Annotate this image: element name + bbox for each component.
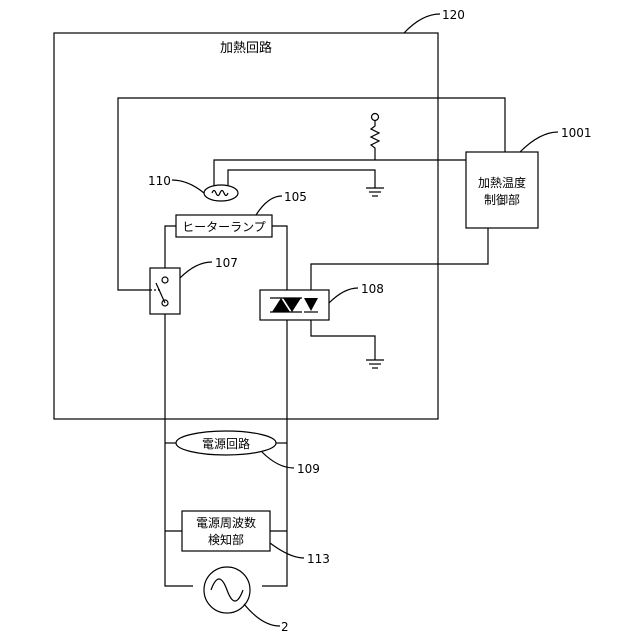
heater-lamp-label: ヒーターランプ (182, 220, 266, 234)
relay-box (150, 268, 180, 314)
triac-ref-leader (329, 288, 358, 303)
heating-temp-controller-label-2: 制御部 (484, 192, 520, 207)
led-ground-wire (311, 320, 375, 360)
pullup-resistor (371, 121, 379, 161)
heating-temp-controller-box (466, 152, 538, 228)
controller-ref: 1001 (561, 126, 592, 140)
heating-temp-controller-label-1: 加熱温度 (478, 175, 526, 190)
freq-detector-label-2: 検知部 (208, 532, 244, 547)
ac-source-ref: 2 (281, 620, 289, 634)
relay-ref: 107 (215, 256, 238, 270)
heater-ref-leader (256, 196, 282, 215)
thermistor-ground-wire (228, 170, 375, 188)
power-circuit-label: 電源回路 (202, 436, 250, 451)
ground-symbol-lower (366, 360, 384, 368)
ac-source-ref-leader (244, 604, 280, 626)
heating-circuit-label: 加熱回路 (220, 40, 272, 56)
heating-circuit-ref: 120 (442, 8, 465, 22)
triac-gate-wire (311, 228, 488, 290)
heater-ref: 105 (284, 190, 307, 204)
thermistor (204, 185, 238, 201)
thermistor-ref: 110 (148, 174, 171, 188)
power-circuit-ref: 109 (297, 462, 320, 476)
triac-ref: 108 (361, 282, 384, 296)
freq-detector-ref: 113 (307, 552, 330, 566)
power-circuit-ref-leader (262, 452, 294, 468)
relay-control-wire (118, 98, 505, 290)
ground-symbol-upper (366, 188, 384, 196)
relay-ref-leader (180, 262, 212, 278)
heating-circuit-ref-leader (404, 14, 440, 33)
heater-wire-right (272, 226, 287, 290)
heater-wire-left (165, 226, 176, 268)
vcc-terminal (372, 114, 379, 121)
thermistor-signal-wire (214, 160, 466, 186)
thermistor-ref-leader (172, 180, 204, 193)
controller-ref-leader (520, 132, 558, 152)
freq-detector-label-1: 電源周波数 (196, 515, 256, 530)
